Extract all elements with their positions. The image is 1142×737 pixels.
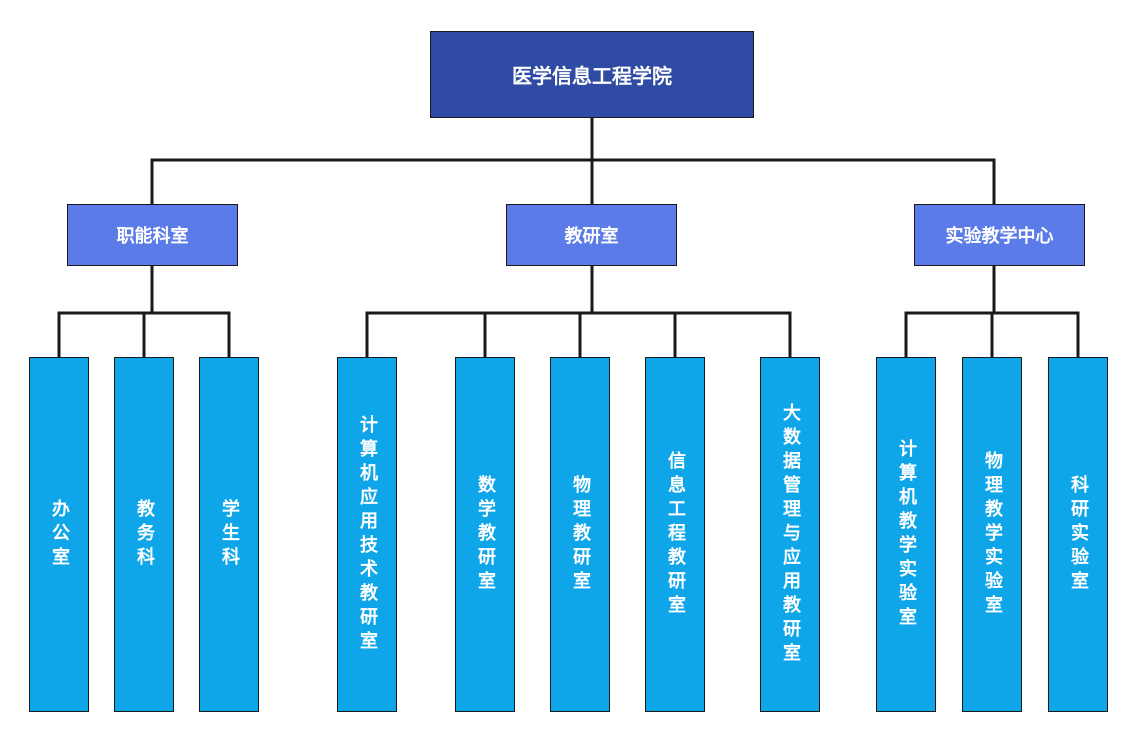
unit-research-lab: 科研实验室 (1048, 357, 1108, 712)
unit-student-affairs: 学生科 (199, 357, 259, 712)
unit-academic-affairs: 教务科 (114, 357, 174, 712)
unit-big-data: 大数据管理与应用教研室 (760, 357, 820, 712)
unit-computer-application: 计算机应用技术教研室 (337, 357, 397, 712)
dept-functional: 职能科室 (67, 204, 238, 266)
dept-teaching-research: 教研室 (506, 204, 677, 266)
unit-physics: 物理教研室 (550, 357, 610, 712)
unit-physics-lab: 物理教学实验室 (962, 357, 1022, 712)
unit-office: 办公室 (29, 357, 89, 712)
unit-information-engineering: 信息工程教研室 (645, 357, 705, 712)
unit-computer-lab: 计算机教学实验室 (876, 357, 936, 712)
dept-experiment-center: 实验教学中心 (914, 204, 1085, 266)
root-node: 医学信息工程学院 (430, 31, 754, 118)
unit-math: 数学教研室 (455, 357, 515, 712)
